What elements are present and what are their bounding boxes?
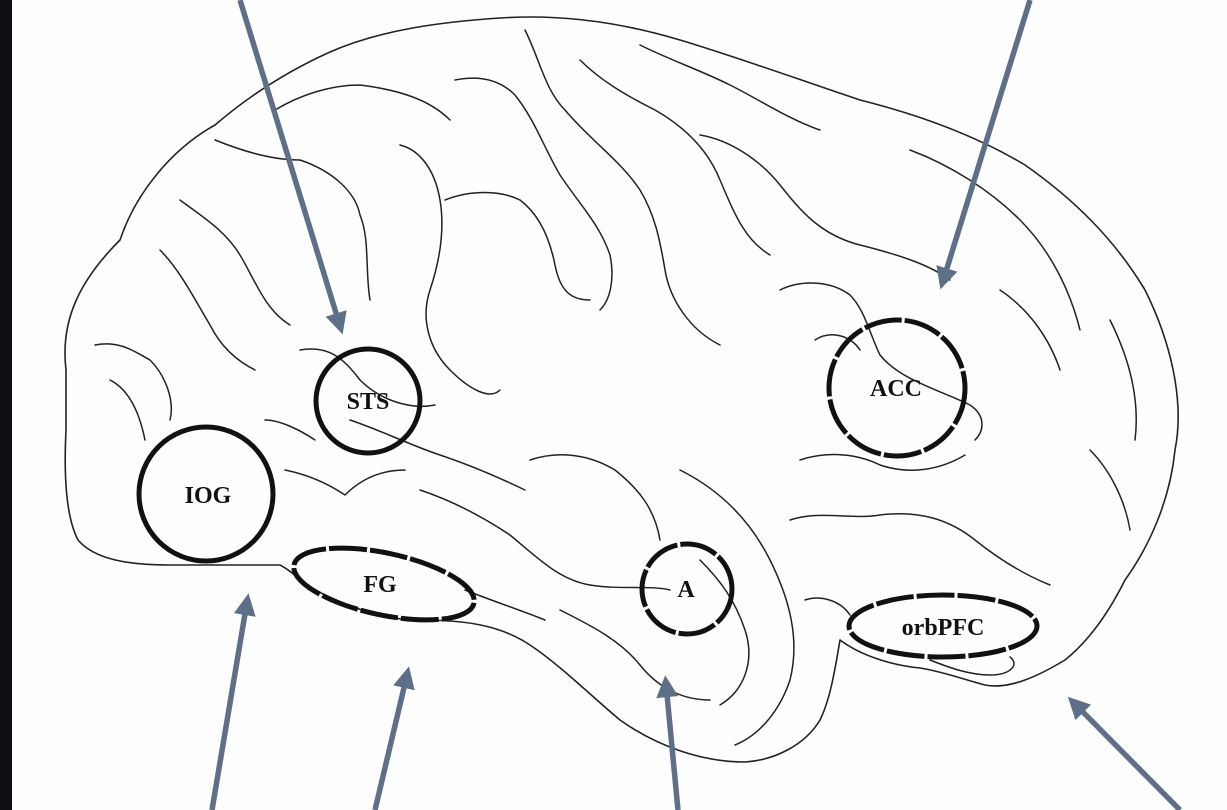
region-orbpfc-label: orbPFC [902,615,985,641]
paper-background [12,0,1227,810]
region-a: A [639,541,735,637]
region-acc-label: ACC [870,376,922,402]
arrow-to-sts [237,0,347,335]
region-sts: STS [313,346,423,456]
region-sts-label: STS [347,389,390,415]
region-a-label: A [677,577,695,603]
region-fg: FG [291,545,477,623]
arrows [209,0,1182,810]
arrow-to-iog [209,593,256,810]
region-iog: IOG [136,424,276,564]
arrow-to-acc [936,0,1033,290]
arrow-to-fg [372,666,415,810]
region-iog-label: IOG [185,483,232,509]
arrow-to-a [656,675,681,810]
region-acc: ACC [826,317,968,459]
sulci [94,29,1138,746]
region-orbpfc: orbPFC [846,592,1040,660]
region-fg-label: FG [363,572,397,598]
arrow-to-orbpfc [1067,696,1182,810]
